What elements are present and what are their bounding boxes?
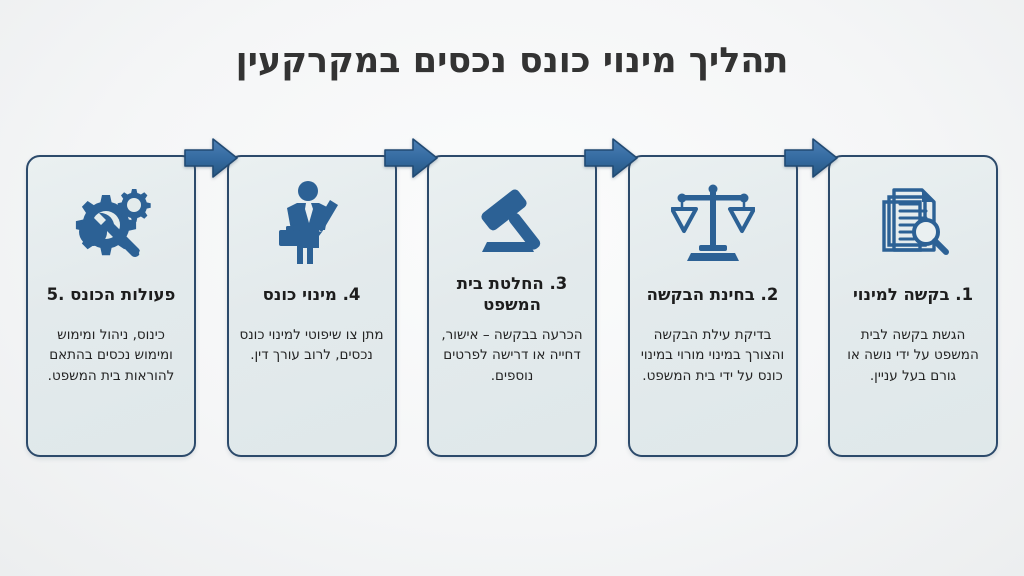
flow-step-body-4: מתן צו שיפוטי למינוי כונס נכסים, לרוב עו… [239,327,384,364]
flow-step-title-4: 4. מינוי כונס [262,284,361,304]
process-flow: 1. בקשה למינוי הגשת בקשה לבית המשפט על י… [26,155,998,460]
document-search-icon [874,173,952,271]
title-area: תהליך מינוי כונס נכסים במקרקעין [0,0,1024,82]
flow-step-card-2[interactable]: 2. בחינת הבקשה בדיקת עילת הבקשה והצורך ב… [627,155,798,457]
flow-step-body-1: הגשת בקשה לבית המשפט על ידי נושה או גורם… [847,327,979,384]
gear-wrench-icon [68,173,154,271]
scales-of-justice-icon [670,173,755,271]
flow-step-card-5[interactable]: פעולות הכונס .5 כינוס, ניהול ומימוש ומימ… [26,155,196,457]
flow-step-title-5: פעולות הכונס .5 [46,284,176,304]
flow-step-body-2: בדיקת עילת הבקשה והצורך במינוי מורוי במי… [640,327,785,384]
flow-step-title-1: 1. בקשה למינוי [852,284,974,304]
flow-step-card-1[interactable]: 1. בקשה למינוי הגשת בקשה לבית המשפט על י… [828,155,998,457]
flow-step-body-3: הכרעה בבקשה – אישור, דחייה או דרישה לפרט… [441,327,583,384]
flow-step-card-4[interactable]: 4. מינוי כונס מתן צו שיפוטי למינוי כונס … [226,155,397,457]
gavel-icon [469,173,555,271]
page-title: תהליך מינוי כונס נכסים במקרקעין [235,41,789,81]
businessman-icon [275,173,349,271]
flow-step-title-3: 3. החלטת בית המשפט [456,274,568,314]
flow-step-title-2: 2. בחינת הבקשה [646,284,779,304]
flow-step-body-5: כינוס, ניהול ומימוש ומימוש נכסים בהתאם ל… [47,327,175,384]
flow-step-card-3[interactable]: 3. החלטת בית המשפט הכרעה בבקשה – אישור, … [427,155,597,457]
